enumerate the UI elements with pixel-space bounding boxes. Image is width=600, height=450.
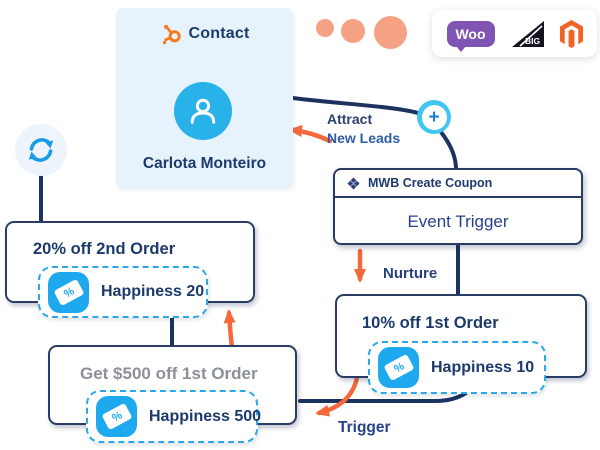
arrow-curved-to-happiness500 xyxy=(315,375,360,417)
coupon-ticket-icon: % xyxy=(96,396,137,437)
coupon-ticket-icon: % xyxy=(48,271,89,313)
trigger-label: Trigger xyxy=(338,419,391,436)
attract-label-line1: Attract xyxy=(327,111,373,127)
mwb-diamond-icon xyxy=(347,176,360,190)
attract-new-leads-label: Attract New Leads xyxy=(327,110,400,148)
attract-label-line2: New Leads xyxy=(327,130,401,146)
coupon-code-label: Happiness 20 xyxy=(101,283,205,300)
event-trigger-box: MWB Create Coupon Event Trigger xyxy=(333,168,583,245)
contact-name: Carlota Monteiro xyxy=(142,155,267,172)
plus-icon: + xyxy=(421,104,447,130)
hubspot-contact-card: Contact Carlota Monteiro xyxy=(116,8,293,188)
hubspot-sprocket-icon xyxy=(162,24,181,45)
add-workflow-node: + xyxy=(417,100,451,134)
ecommerce-platforms-card: Woo BIG xyxy=(432,10,597,57)
coupon-code-label: Happiness 500 xyxy=(149,407,262,425)
event-box-header: MWB Create Coupon xyxy=(335,170,581,198)
arrow-to-contact xyxy=(288,125,333,144)
magento-logo xyxy=(559,19,583,48)
coupon-tag-happiness-20: % Happiness 20 xyxy=(38,266,208,318)
coupon-ticket-icon: % xyxy=(378,347,419,388)
contact-avatar xyxy=(174,82,232,140)
coupon-box-10-title: 10% off 1st Order xyxy=(362,314,499,332)
ticket-percent-glyph: % xyxy=(383,353,414,382)
nurture-label: Nurture xyxy=(383,265,438,282)
event-trigger-label: Event Trigger xyxy=(407,211,509,231)
decorative-dot-large xyxy=(374,16,407,49)
coupon-tag-happiness-500: % Happiness 500 xyxy=(86,390,262,443)
bigcommerce-logo-text: BIG xyxy=(525,36,541,46)
coupon-code-label: Happiness 10 xyxy=(431,358,535,376)
plus-glyph: + xyxy=(428,106,440,128)
coupon-box-20-title: 20% off 2nd Order xyxy=(33,240,176,258)
decorative-dot-small xyxy=(316,19,334,37)
woocommerce-logo-text: Woo xyxy=(455,25,486,42)
event-box-header-label: MWB Create Coupon xyxy=(368,176,493,190)
sync-icon xyxy=(28,138,54,162)
ticket-percent-glyph: % xyxy=(101,402,132,431)
orange-flow-arrows xyxy=(223,125,366,417)
woocommerce-logo: Woo xyxy=(446,20,495,52)
contact-card-title: Contact xyxy=(188,25,250,42)
decorative-dot-medium xyxy=(341,19,365,43)
woocommerce-logo-tail xyxy=(455,45,466,52)
sync-bubble xyxy=(15,124,67,176)
contact-card-header: Contact xyxy=(116,23,293,45)
person-icon xyxy=(190,98,216,124)
coupon-tag-happiness-10: % Happiness 10 xyxy=(368,341,546,394)
bigcommerce-logo: BIG xyxy=(512,20,544,47)
coupon-box-500-title: Get $500 off 1st Order xyxy=(80,364,258,383)
ticket-percent-glyph: % xyxy=(53,278,84,306)
